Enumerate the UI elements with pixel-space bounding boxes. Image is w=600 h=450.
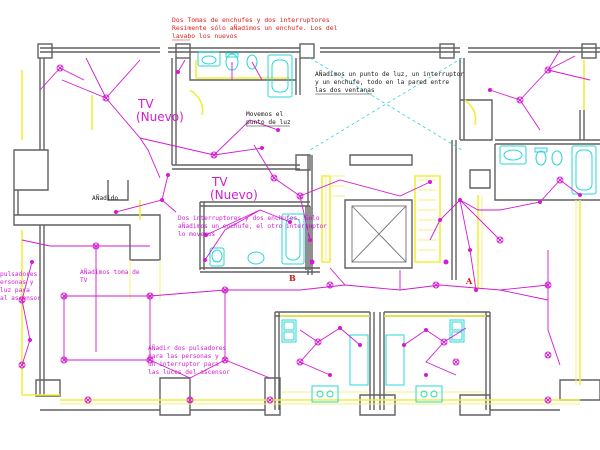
lamp [270,174,278,182]
annotation-toma-tv: AÑadimos toma de TV [80,267,140,284]
lamp [452,358,460,366]
note-interruptores-line1: Dos interruptores y dos enchufes. Solo [178,215,320,222]
note-pulsadores-bottom-line3: un interruptor para [148,361,219,368]
lamp [314,338,322,346]
note-punto-luz-line1: AÑadimos un punto de luz, un interruptor [315,69,464,78]
tv-lower-line2: (Nuevo) [210,188,258,202]
lamp [60,356,68,364]
annotation-interruptores: Dos interruptores y dos enchufes. Solo a… [178,215,327,238]
note-pulsadores-bottom-line1: AÑadir dos pulsadores [148,343,227,352]
lamp [432,281,440,289]
lamp [146,356,154,364]
lamp [210,151,218,159]
lamp [266,396,274,404]
stair-mark-a: A [465,276,473,286]
note-pulsadores-left-line2: ersonas y [0,279,34,286]
note-toma-tv-line1: AÑadimos toma de [80,267,140,276]
lamp [60,292,68,300]
lamp [544,351,552,359]
lamp [186,396,194,404]
lamp [326,281,334,289]
lamp [221,356,229,364]
lamp [544,281,552,289]
wiring [21,49,591,379]
tv-label-lower: TV (Nuevo) [210,175,258,202]
note-top-red-line1: Dos Tomas de enchufes y dos interruptore… [172,16,330,24]
lamp [516,96,524,104]
note-pulsadores-left-line3: luz para [0,287,30,294]
note-interruptores-line2: aÑadimos un enchufe, el otro interruptor [178,221,327,230]
lamp [146,292,154,300]
lamp [221,286,229,294]
lamp [440,338,448,346]
note-top-red-line3: lavabo los nuevos [172,32,238,40]
tv-upper-line2: (Nuevo) [136,110,184,124]
lamp [496,236,504,244]
cyan-fixtures [197,51,597,403]
note-interruptores-line3: lo movemos [178,231,216,238]
annotation-movemos: Movemos el punto de luz [246,111,291,127]
light-points [18,64,564,404]
note-pulsadores-left-line1: pulsadores [0,271,38,278]
switches-and-sockets [28,70,582,377]
note-pulsadores-left-line4: al ascensor [0,295,41,302]
annotation-pulsadores-bottom: AÑadir dos pulsadores para las personas … [148,343,230,376]
tv-label-upper: TV (Nuevo) [136,97,184,124]
note-top-red-line2: Resimente sólo aÑadimos un enchufe. Los … [172,23,338,32]
lamp [296,358,304,366]
note-punto-luz-line3: las dos ventanas [315,87,375,94]
note-movemos-line2: punto de luz [246,119,291,126]
walls [13,43,600,416]
yellow-lines [21,60,585,405]
note-pulsadores-bottom-line2: para las personas y [148,353,219,360]
lamp [556,176,564,184]
annotation-punto-luz: AÑadimos un punto de luz, un interruptor… [315,69,464,95]
note-toma-tv-line2: TV [80,277,88,284]
lamp [544,66,552,74]
lamp [18,296,26,304]
lamp [102,94,110,102]
note-pulsadores-bottom-line4: las luces del ascensor [148,369,230,376]
tv-upper-line1: TV [137,97,154,111]
lamp [84,396,92,404]
note-punto-luz-line2: y un enchufe, todo en la pared entre [315,79,449,86]
note-movemos-line1: Movemos el [246,111,284,118]
tv-lower-line1: TV [211,175,228,189]
lamp [544,396,552,404]
annotation-top-red: Dos Tomas de enchufes y dos interruptore… [172,16,338,41]
lamp [92,242,100,250]
lamp [18,361,26,369]
annotation-pulsadores-left: pulsadores ersonas y luz para al ascenso… [0,271,41,302]
stair-mark-b: B [289,273,296,283]
lamp [296,192,304,200]
lamp [56,64,64,72]
note-anadido: AÑadido [92,193,118,202]
